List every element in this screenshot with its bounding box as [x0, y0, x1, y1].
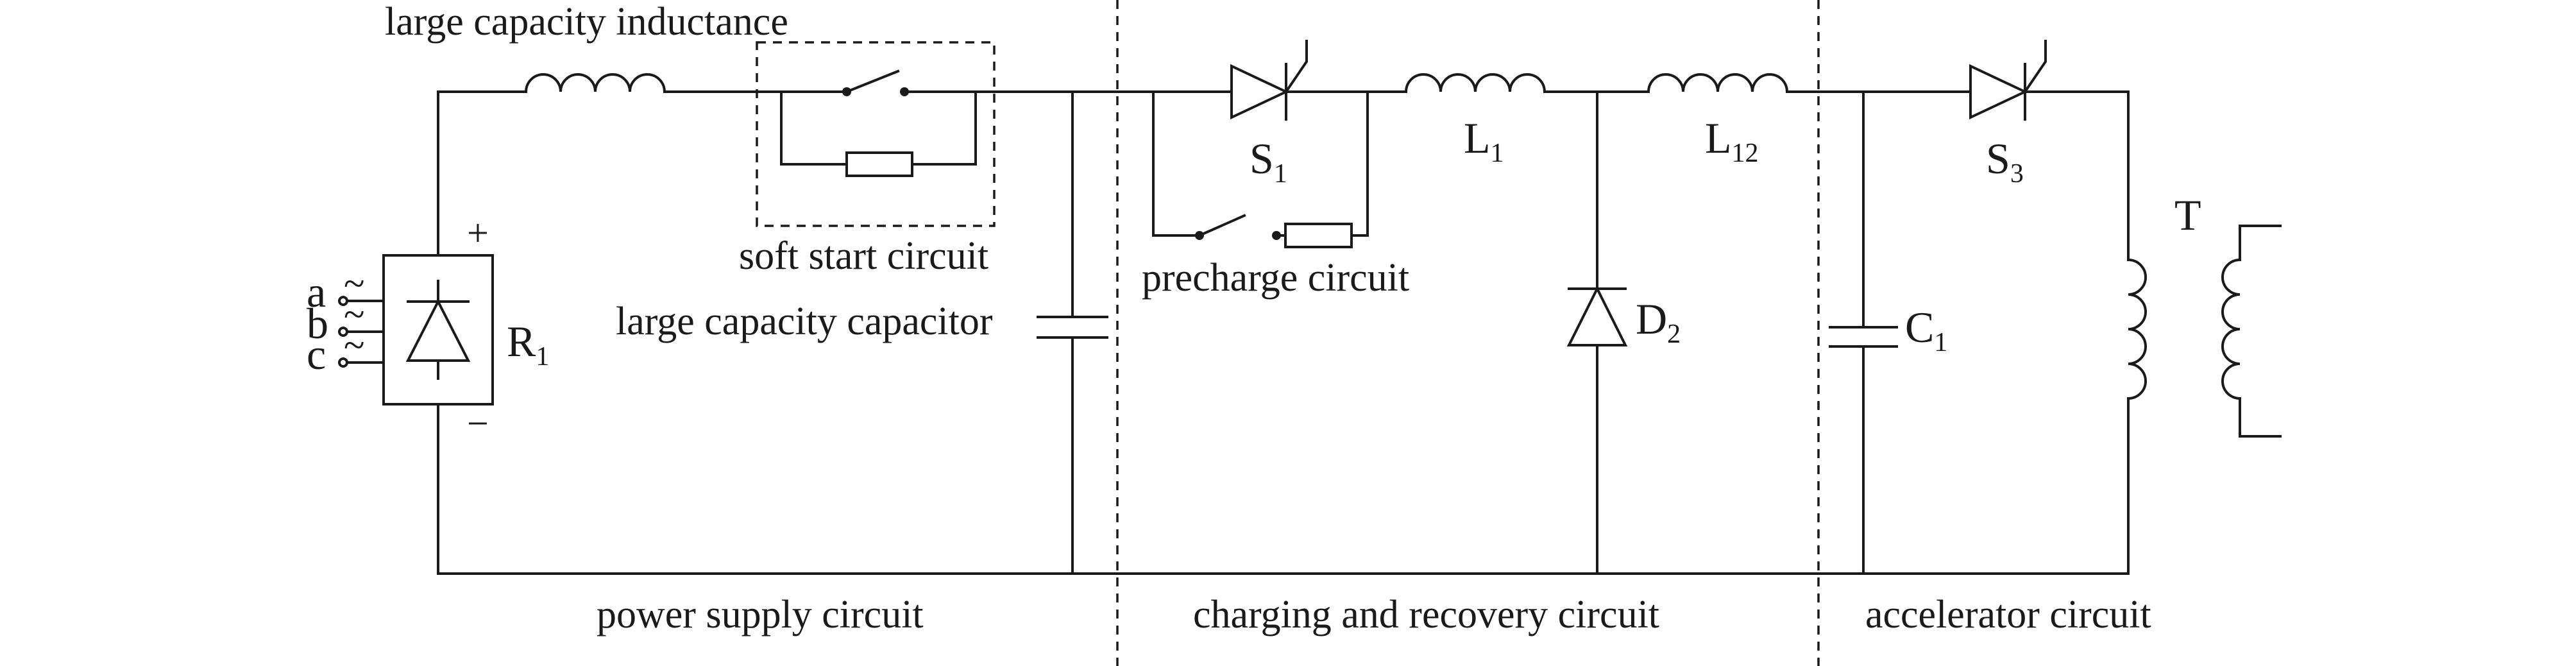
large-inductor	[524, 73, 666, 94]
power-supply-section-label: power supply circuit	[597, 593, 924, 636]
precharge-switch	[1198, 214, 1246, 237]
capacitor-c1-label: C1	[1905, 303, 1947, 357]
transformer-primary	[2126, 258, 2147, 400]
precharge-resistor	[1284, 223, 1353, 248]
inductor-l12	[1647, 73, 1789, 94]
thyristor-s1-icon	[1230, 64, 1289, 120]
ac-symbol: ~	[344, 293, 364, 336]
soft-start-branch-left	[780, 90, 848, 166]
soft-start-label: soft start circuit	[739, 234, 988, 278]
precharge-branch-left	[1152, 90, 1201, 237]
charging-recovery-section-label: charging and recovery circuit	[1193, 593, 1659, 636]
soft-start-switch	[845, 69, 900, 94]
diode-d2-label: D2	[1636, 295, 1681, 349]
precharge-branch-right	[1350, 90, 1369, 237]
thyristor-s3-label: S3	[1986, 134, 2024, 189]
inductor-l1	[1404, 73, 1546, 94]
ac-symbol: ~	[344, 324, 364, 366]
phase-b-label: b	[307, 299, 328, 348]
inductor-l12-label: L12	[1705, 114, 1759, 168]
accelerator-section-label: accelerator circuit	[1865, 593, 2151, 636]
inductor-l1-label: L1	[1464, 114, 1504, 168]
thyristor-s3-icon	[1969, 64, 2028, 120]
phase-a-label: a	[307, 268, 326, 316]
transformer-secondary	[2221, 258, 2242, 400]
thyristor-s1-gate	[1284, 40, 1308, 94]
phase-c-label: c	[307, 330, 326, 379]
plus-sign: +	[467, 212, 489, 254]
diode-d2-icon	[1566, 286, 1628, 346]
transformer-secondary-top	[2239, 225, 2282, 261]
power-supply-circuit: a b c ~ ~ ~ + − R1 large capacity induct…	[307, 0, 1108, 575]
transformer-label: T	[2174, 191, 2201, 239]
thyristor-s1-label: S1	[1250, 134, 1287, 189]
soft-start-branch-right	[911, 90, 977, 166]
transformer-secondary-bottom	[2239, 397, 2282, 438]
soft-start-resistor	[845, 151, 913, 177]
wire-top-left	[437, 90, 527, 257]
rectifier-label: R1	[507, 317, 549, 371]
accelerator-circuit: C1 S3 T	[1829, 40, 2282, 575]
wire-bottom-left	[437, 403, 1074, 575]
ac-symbol: ~	[344, 262, 364, 305]
phase-inputs: a b c ~ ~ ~	[307, 262, 385, 379]
inductance-label: large capacity inductance	[385, 0, 788, 44]
precharge-label: precharge circuit	[1142, 256, 1409, 300]
capacitor-label: large capacity capacitor	[616, 300, 993, 343]
soft-start-box	[756, 41, 996, 227]
charging-recovery-circuit: precharge circuit S1 L1 L12 D2	[1071, 40, 1865, 575]
thyristor-s3-gate	[2023, 40, 2047, 94]
minus-sign: −	[467, 402, 489, 445]
wire-transformer-return	[1862, 397, 2130, 575]
rectifier-diode-icon	[405, 298, 471, 362]
wire-s3-transformer	[2024, 90, 2130, 261]
